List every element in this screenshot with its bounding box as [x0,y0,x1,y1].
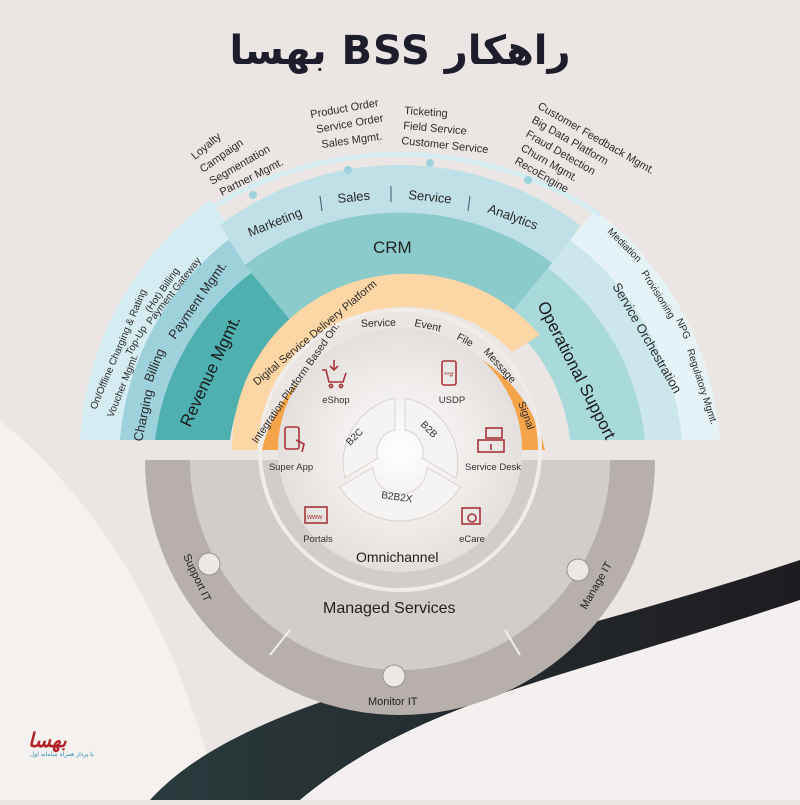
ops-outer-band [548,240,682,440]
callout-ticketing: Ticketing [404,105,448,120]
managed-services-label[interactable]: Managed Services [323,600,456,617]
background-wave-light [0,420,220,800]
ops-band [505,268,645,440]
service-desk-icon [477,427,505,453]
super-app-icon [284,426,305,453]
logo-name: بهسا [28,728,67,752]
managed-monitor-it[interactable]: Monitor IT [368,696,418,708]
logo-tagline: با پرداز همراه سامانه اول [30,751,94,758]
crm-outer-band [220,164,580,265]
channel-super-app[interactable]: Super App [269,462,313,473]
behsa-logo: بهسا با پرداز همراه سامانه اول [28,728,138,758]
revenue-outermost-band [80,200,235,440]
integration-service[interactable]: Service [361,317,397,330]
www-browser-icon: www [304,506,328,524]
revenue-band [155,268,300,440]
ops-outermost-band [570,210,720,440]
b2b-segment[interactable] [404,397,459,479]
background-bottom-right [300,600,800,800]
crm-segment-sales[interactable]: Sales [337,188,371,206]
omnichannel-disc [278,328,522,572]
b2c-segment[interactable] [342,397,396,479]
dsdp-band [231,273,540,450]
svg-text:www: www [306,514,323,521]
channel-ecare[interactable]: eCare [459,534,485,545]
b2b2x-segment[interactable] [339,466,461,522]
crm-label[interactable]: CRM [373,238,412,257]
integration-event[interactable]: Event [413,317,442,334]
support-it-icon [197,552,221,576]
crm-segment-service[interactable]: Service [408,187,453,206]
monitor-it-icon [382,664,406,688]
omnichannel-label[interactable]: Omnichannel [356,549,439,565]
manage-it-icon [566,558,590,582]
ecare-gear-icon [461,507,481,525]
svg-text:**#: **# [444,372,453,379]
channel-service-desk[interactable]: Service Desk [465,462,521,473]
shopping-cart-icon [322,360,347,389]
channel-usdp[interactable]: USDP [439,395,465,406]
callout-field-service: Field Service [403,120,467,137]
mobile-ussd-icon: **# [441,360,457,386]
revenue-outer-band [120,235,258,440]
page-title: راهکار BSS بهسا [229,28,571,74]
channel-eshop[interactable]: eShop [322,395,349,406]
omnichannel-outline [258,308,542,592]
segment-b2b2x-label: B2B2X [381,490,414,505]
channel-portals[interactable]: Portals [303,534,333,545]
